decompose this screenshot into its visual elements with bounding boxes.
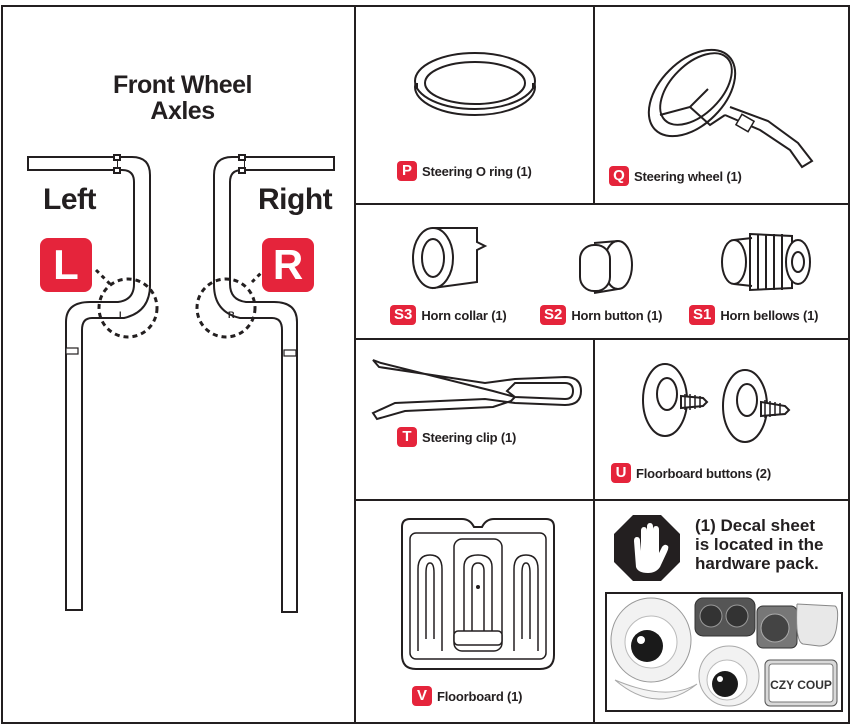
part-v-caption: Floorboard (1) bbox=[437, 688, 523, 704]
part-t-caption: Steering clip (1) bbox=[422, 429, 517, 445]
horn-collar-drawing bbox=[412, 227, 488, 290]
part-q-badge: Q bbox=[609, 166, 629, 186]
steering-wheel-drawing bbox=[647, 48, 814, 169]
part-s2-caption: Horn button (1) bbox=[571, 307, 663, 323]
part-p-caption: Steering O ring (1) bbox=[422, 163, 532, 179]
floorboard-button-1 bbox=[642, 363, 709, 437]
decal-note-line3: hardware pack. bbox=[695, 554, 819, 573]
part-p-badge: P bbox=[397, 161, 417, 181]
part-s1-caption: Horn bellows (1) bbox=[720, 307, 819, 323]
part-p-label: P Steering O ring (1) bbox=[397, 161, 532, 181]
decal-plate-text: CZY COUP bbox=[770, 678, 832, 692]
part-v-label: V Floorboard (1) bbox=[412, 686, 523, 706]
divider-axles bbox=[354, 5, 356, 724]
floorboard-drawing bbox=[401, 518, 555, 670]
part-q-caption: Steering wheel (1) bbox=[634, 168, 742, 184]
left-letter-badge: L bbox=[40, 238, 92, 292]
part-q-label: Q Steering wheel (1) bbox=[609, 166, 742, 186]
right-axle-drawing bbox=[195, 154, 335, 613]
right-letter-badge: R bbox=[262, 238, 314, 292]
decal-sheet-art: CZY COUP bbox=[610, 597, 839, 707]
part-s2-label: S2 Horn button (1) bbox=[540, 305, 662, 325]
part-u-badge: U bbox=[611, 463, 631, 483]
part-u-label: U Floorboard buttons (2) bbox=[611, 463, 771, 483]
part-u-caption: Floorboard buttons (2) bbox=[636, 465, 771, 481]
divider-row-1 bbox=[354, 203, 850, 205]
part-v-badge: V bbox=[412, 686, 432, 706]
sheet-frame bbox=[1, 5, 850, 724]
floorboard-button-2 bbox=[722, 369, 791, 443]
axles-title: Front Wheel Axles bbox=[90, 72, 275, 124]
decal-note: (1) Decal sheet is located in the hardwa… bbox=[695, 516, 823, 573]
part-s1-badge: S1 bbox=[689, 305, 716, 325]
part-s3-badge: S3 bbox=[390, 305, 417, 325]
steering-clip-drawing bbox=[371, 359, 583, 421]
left-label: Left bbox=[43, 183, 97, 216]
floorboard-buttons-drawing bbox=[642, 363, 791, 443]
decal-note-line1: (1) Decal sheet bbox=[695, 516, 815, 535]
divider-row-3 bbox=[354, 499, 850, 501]
left-axle-mark: L bbox=[119, 310, 125, 320]
divider-right-column-lower bbox=[593, 340, 595, 724]
part-t-label: T Steering clip (1) bbox=[397, 427, 516, 447]
part-s3-label: S3 Horn collar (1) bbox=[390, 305, 507, 325]
divider-row-2 bbox=[354, 338, 850, 340]
stop-hand-icon bbox=[614, 515, 680, 581]
part-t-badge: T bbox=[397, 427, 417, 447]
axles-title-line1: Front Wheel bbox=[113, 71, 252, 99]
axles-title-line2: Axles bbox=[150, 97, 215, 125]
axle-drawings: L R bbox=[27, 154, 335, 613]
divider-right-column bbox=[593, 5, 595, 205]
steering-o-ring-drawing bbox=[414, 52, 536, 116]
part-s3-caption: Horn collar (1) bbox=[421, 307, 507, 323]
part-s1-label: S1 Horn bellows (1) bbox=[689, 305, 818, 325]
horn-button-drawing bbox=[579, 240, 633, 294]
left-axle-drawing bbox=[27, 154, 159, 611]
part-s2-badge: S2 bbox=[540, 305, 567, 325]
right-label: Right bbox=[258, 183, 333, 216]
decal-note-line2: is located in the bbox=[695, 535, 824, 554]
decal-sheet-preview: CZY COUP bbox=[605, 592, 843, 712]
right-axle-mark: R bbox=[228, 310, 235, 320]
horn-bellows-drawing bbox=[721, 232, 811, 292]
